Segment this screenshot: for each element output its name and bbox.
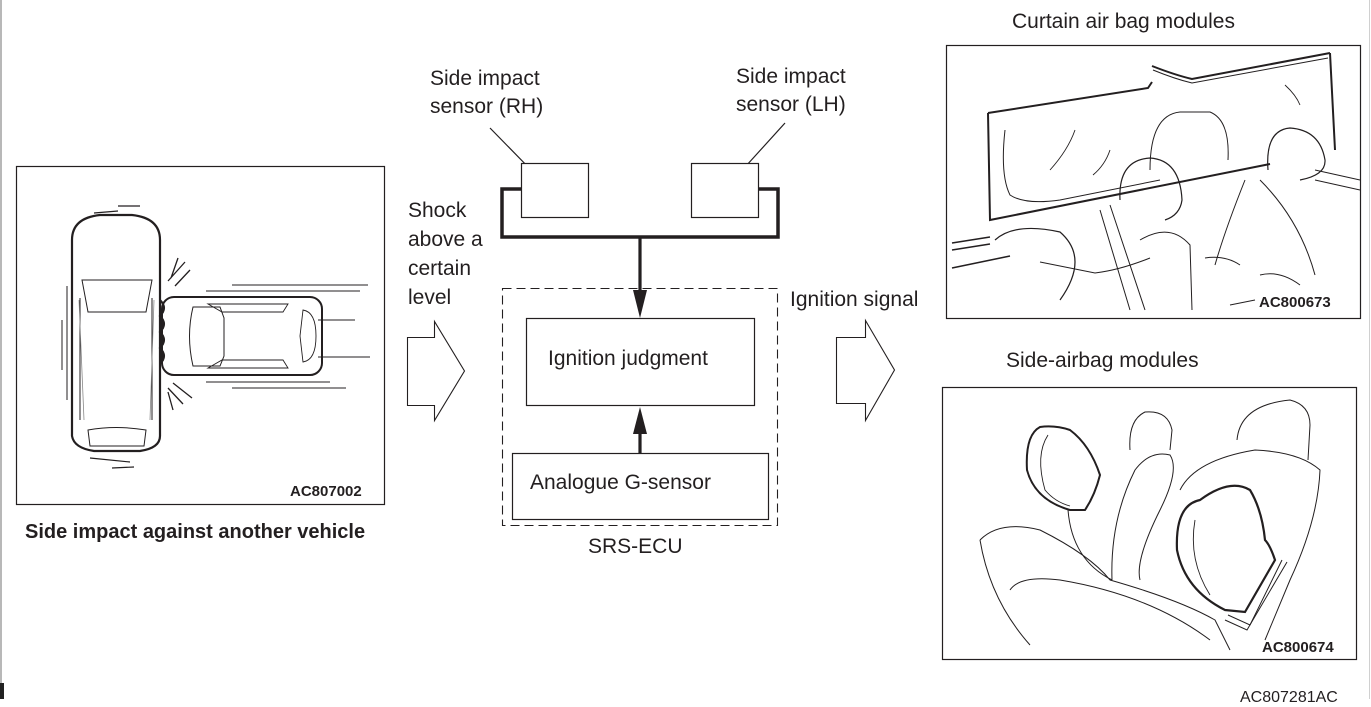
- analogue-g-sensor-box: [511, 452, 770, 521]
- side-airbag-title: Side-airbag modules: [1006, 349, 1199, 372]
- curtain-airbag-title: Curtain air bag modules: [1012, 10, 1235, 33]
- lh-sensor-label-line1: Side impact: [736, 65, 846, 88]
- srs-ecu-label: SRS-ECU: [588, 535, 683, 558]
- page-edge-left: [0, 0, 2, 699]
- analogue-g-sensor-label: Analogue G-sensor: [530, 471, 711, 494]
- rh-sensor-box: [520, 162, 590, 219]
- rh-sensor-label-line2: sensor (RH): [430, 95, 544, 118]
- block-diagram: [406, 122, 896, 527]
- ignition-signal-block-arrow: [835, 318, 896, 423]
- rh-sensor-label-line1: Side impact: [430, 67, 540, 90]
- side-image-code: AC800674: [1262, 639, 1334, 656]
- shock-label-line1: Shock: [408, 199, 467, 222]
- ignition-judgment-label: Ignition judgment: [548, 347, 708, 370]
- page-edge-right: [1369, 0, 1370, 699]
- collision-frame: [15, 165, 386, 506]
- curtain-image-code: AC800673: [1259, 294, 1331, 311]
- left-panel-caption: Side impact against another vehicle: [25, 521, 366, 543]
- shock-block-arrow: [406, 319, 466, 423]
- shock-label-line3: certain: [408, 257, 472, 280]
- shock-label-line4: level: [408, 286, 452, 309]
- side-airbag-illustration: [941, 386, 1358, 661]
- corner-mark: [0, 683, 4, 699]
- srs-ecu-frame: [501, 287, 779, 527]
- shock-label-line2: above a: [408, 228, 483, 251]
- striking-vehicle: [161, 257, 370, 411]
- crumple-zone: [158, 299, 165, 365]
- lh-sensor-label-line2: sensor (LH): [736, 93, 846, 116]
- figure-id: AC807281AC: [1240, 689, 1338, 706]
- side-frame: [941, 386, 1358, 661]
- struck-vehicle: [61, 205, 162, 469]
- gsensor-arrow-head: [633, 407, 647, 434]
- sensor-to-ecu-arrow-head: [633, 290, 647, 318]
- curtain-airbag-illustration: [945, 44, 1362, 320]
- curtain-frame: [945, 44, 1362, 320]
- collision-illustration: [15, 165, 386, 506]
- ignition-signal-label: Ignition signal: [790, 288, 919, 311]
- left-image-code: AC807002: [290, 483, 362, 500]
- lh-sensor-box: [690, 162, 760, 219]
- ignition-judgment-box: [525, 317, 756, 407]
